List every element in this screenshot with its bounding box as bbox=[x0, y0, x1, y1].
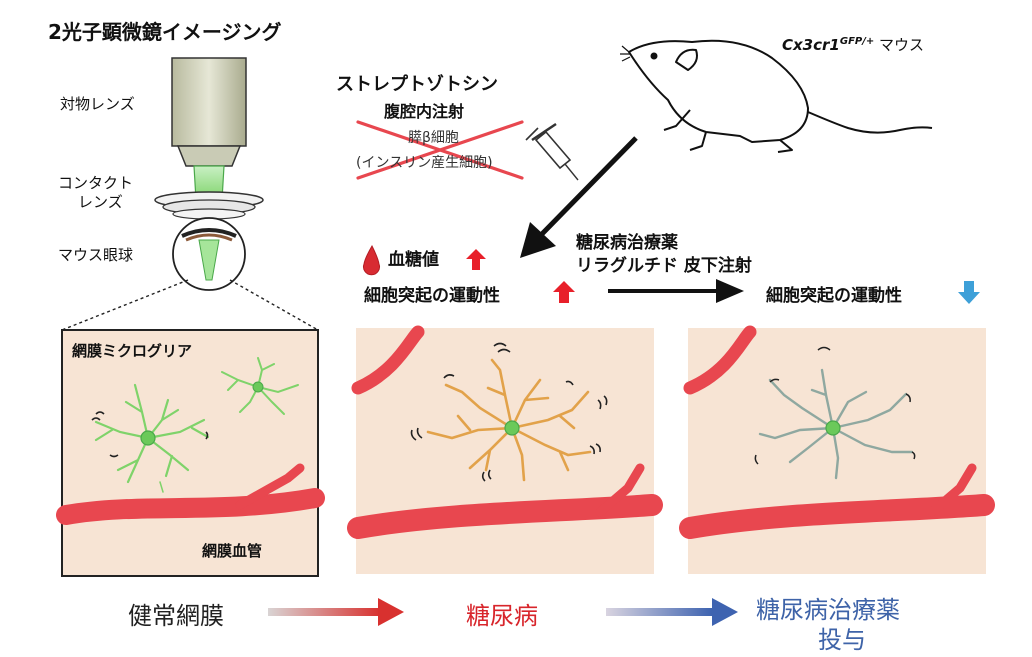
motility-up-arrow bbox=[553, 281, 575, 303]
contact-lens-label-1: コンタクト bbox=[58, 174, 134, 192]
glucose-label: 血糖値 bbox=[388, 250, 439, 270]
diabetes-label: 糖尿病 bbox=[466, 602, 538, 630]
objective-label: 対物レンズ bbox=[60, 95, 135, 113]
mouse-strain-sup: GFP/+ bbox=[839, 36, 875, 47]
panel-healthy bbox=[56, 329, 325, 577]
diabetic-motility-label: 細胞突起の運動性 bbox=[364, 286, 500, 306]
therapy-line-1: 糖尿病治療薬 bbox=[576, 233, 678, 253]
contact-lens-label-2: レンズ bbox=[78, 193, 123, 211]
blood-drop-icon bbox=[363, 244, 380, 276]
microglia-healthy-large bbox=[94, 383, 210, 493]
retina-microglia-title: 網膜ミクログリア bbox=[72, 342, 193, 360]
microglia-diabetic bbox=[426, 358, 592, 482]
retinal-vessel-label: 網膜血管 bbox=[202, 542, 263, 560]
microscope-title: 2光子顕微鏡イメージング bbox=[48, 20, 282, 44]
arrow-therapy bbox=[608, 279, 744, 303]
mouse-suffix: マウス bbox=[879, 36, 925, 54]
retinal-vessel bbox=[56, 463, 325, 525]
panel-diabetic bbox=[347, 325, 663, 574]
mouse-strain-label: Cx3cr1GFP/+ マウス bbox=[782, 34, 924, 55]
panel-treated bbox=[679, 325, 995, 574]
microglia-treated bbox=[758, 368, 914, 480]
motility-down-arrow bbox=[958, 281, 980, 304]
microglia-healthy-small bbox=[221, 357, 299, 415]
drug-name: ストレプトゾトシン bbox=[336, 74, 498, 95]
therapy-line-2: リラグルチド 皮下注射 bbox=[576, 256, 752, 276]
glucose-up-arrow bbox=[466, 249, 486, 270]
zoom-lines bbox=[61, 279, 319, 331]
contact-lens bbox=[154, 191, 264, 220]
cross-out-mark bbox=[356, 120, 524, 180]
target-cell-note: (インスリン産生細胞) bbox=[356, 155, 493, 171]
syringe-icon bbox=[525, 122, 579, 181]
mouse-eyeball bbox=[172, 217, 246, 291]
treated-label-1: 糖尿病治療薬 bbox=[756, 596, 900, 624]
eye-label: マウス眼球 bbox=[58, 246, 134, 264]
arrow-diabetes-to-treated bbox=[606, 598, 738, 626]
treated-label-2: 投与 bbox=[818, 626, 866, 654]
mouse-strain: Cx3cr1 bbox=[782, 36, 840, 54]
arrow-mouse-to-diabetes bbox=[520, 136, 638, 258]
healthy-retina-label: 健常網膜 bbox=[128, 602, 224, 630]
objective-lens bbox=[171, 57, 247, 167]
treated-motility-label: 細胞突起の運動性 bbox=[766, 286, 902, 306]
mouse-illustration bbox=[620, 39, 933, 153]
injection-route: 腹腔内注射 bbox=[384, 102, 465, 121]
target-cell: 膵β細胞 bbox=[408, 130, 459, 146]
arrow-healthy-to-diabetes bbox=[268, 598, 404, 626]
